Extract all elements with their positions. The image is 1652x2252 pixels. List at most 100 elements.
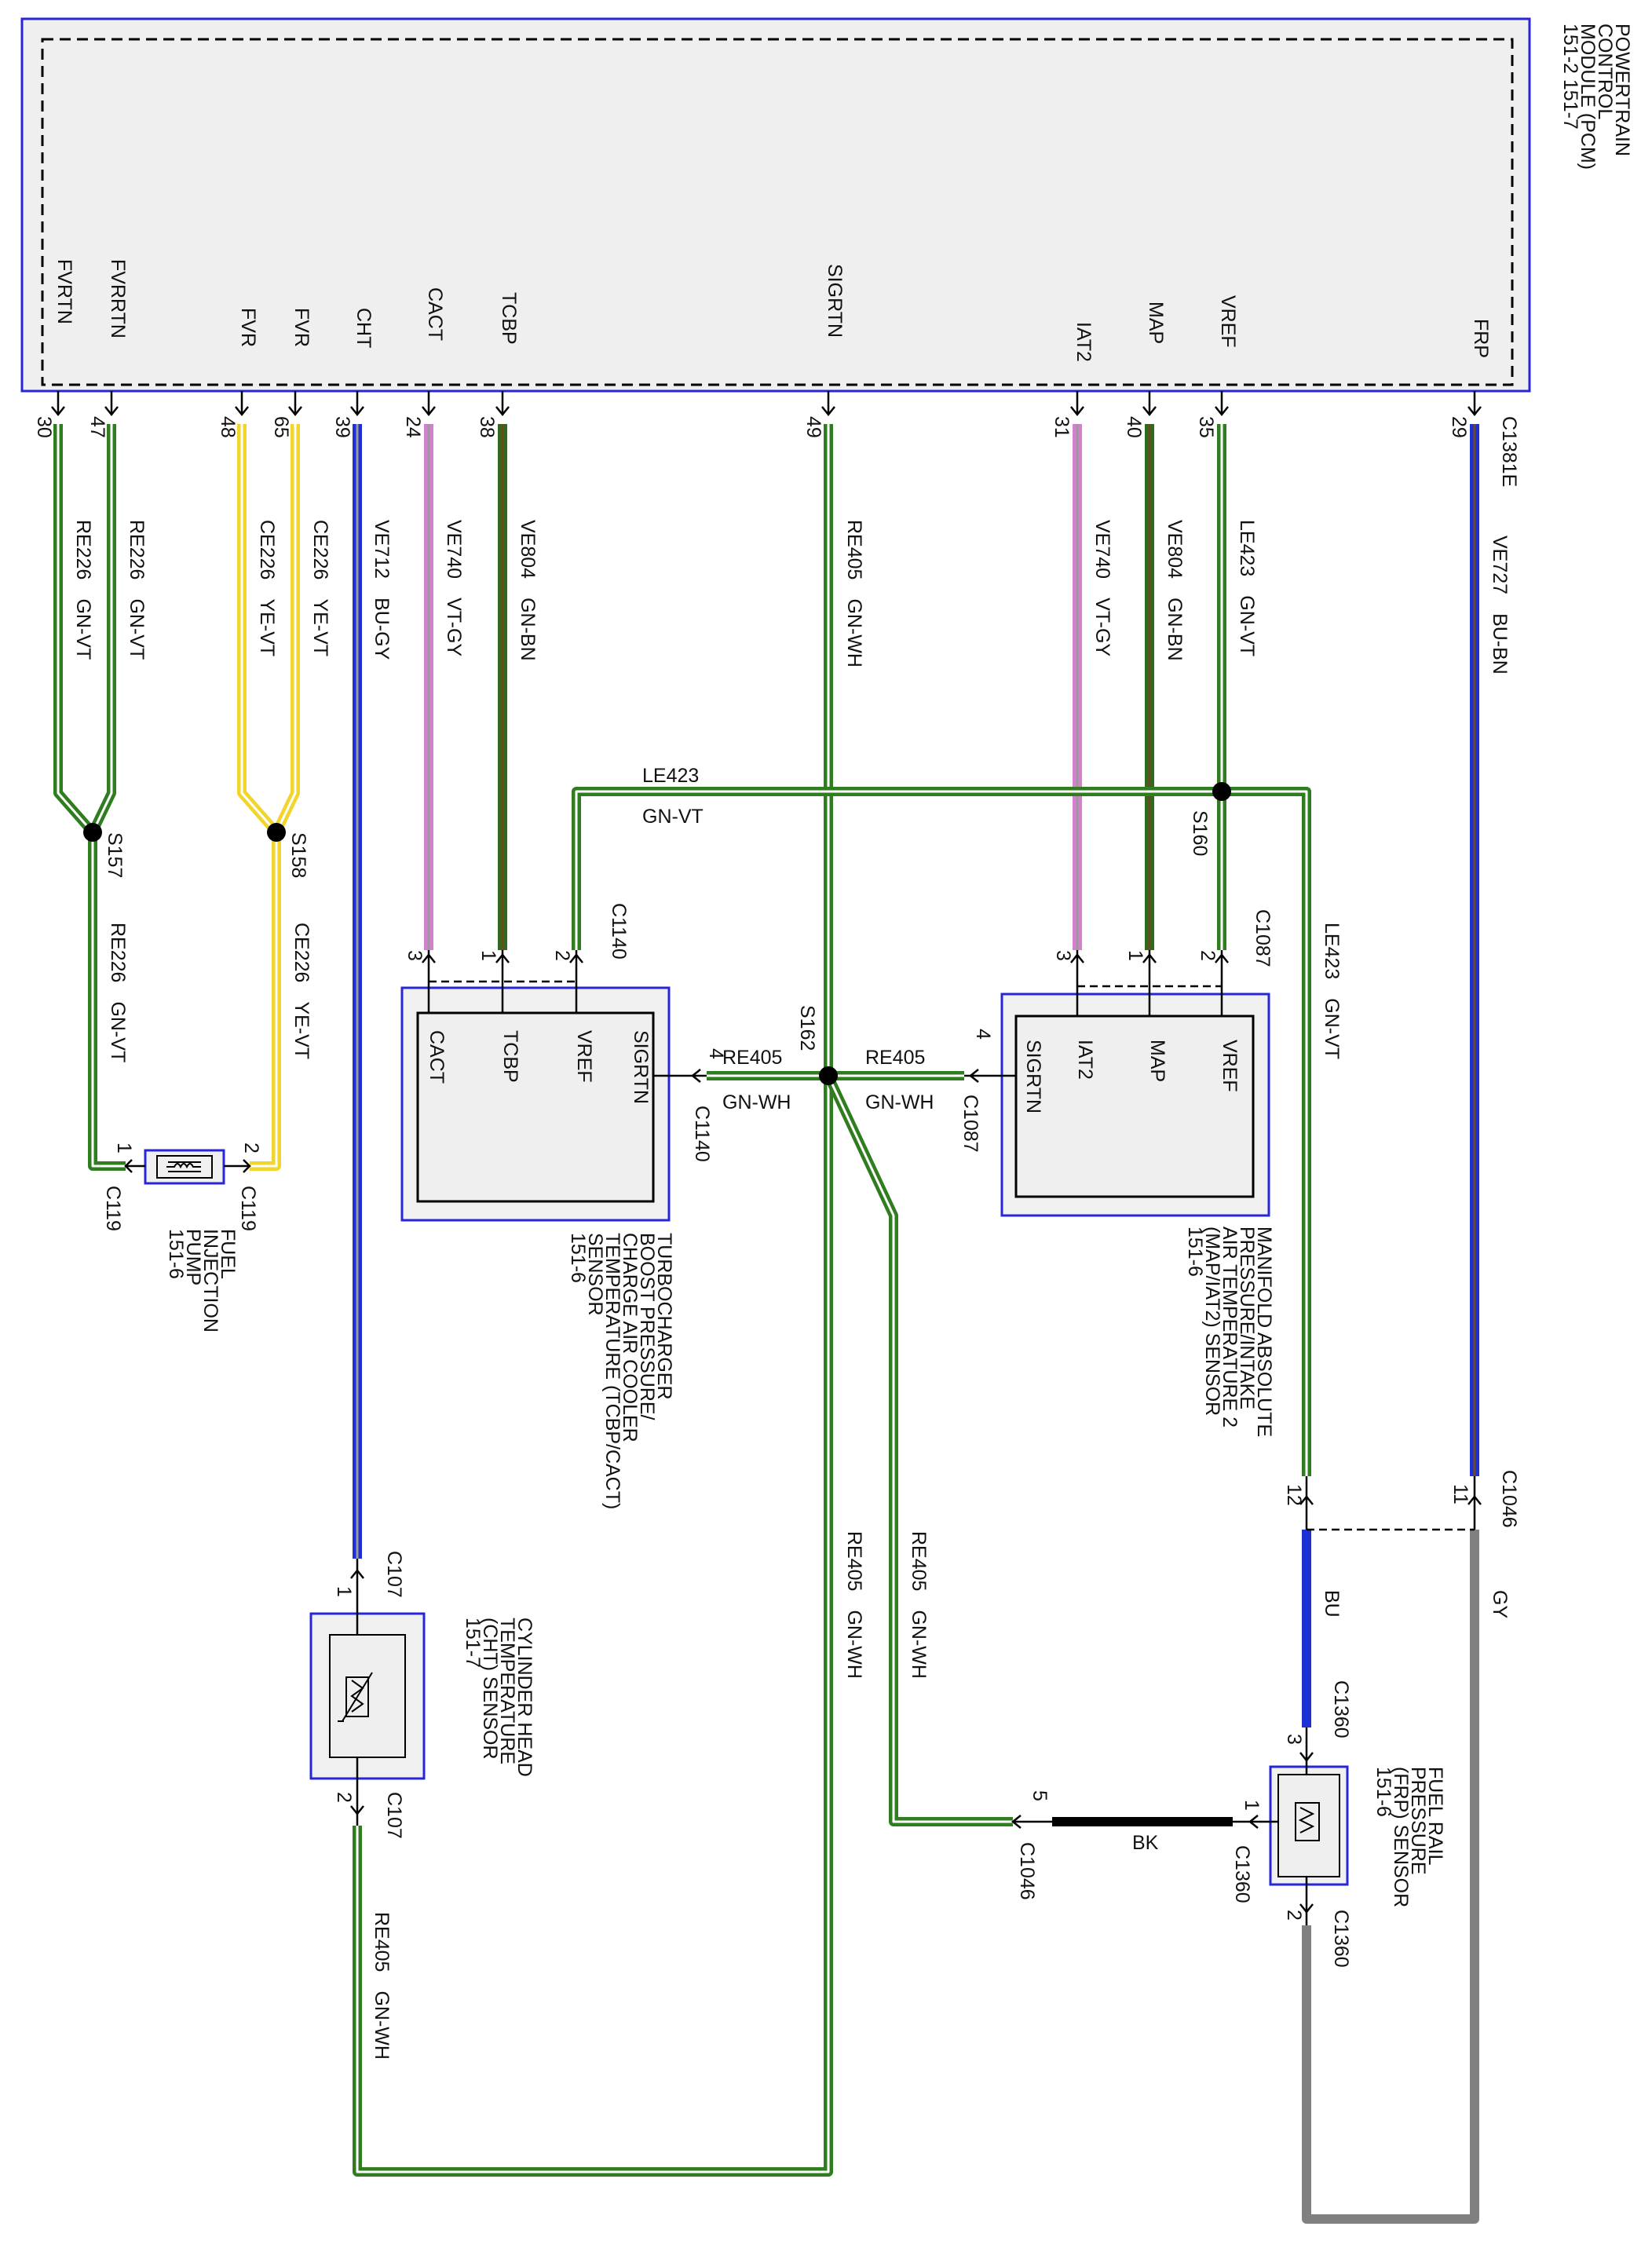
frp-sensor: 3 1 2 C1360 C1360 C1360 FUEL RAIL PRESSU… [1231,1680,1446,1968]
map-pin-num-1: 1 [1124,950,1146,961]
fuel-pump-title-2: INJECTION [199,1229,221,1333]
frp-pin-3: 3 [1283,1734,1305,1745]
thermistor-icon [338,1672,373,1722]
tcbp-label-sigrtn: SIGRTN [630,1030,652,1104]
fuel-pump-connector-right: C119 [237,1186,259,1231]
splice-s162-label: S162 [796,1005,818,1051]
cht-connector-bottom: C107 [383,1792,405,1839]
pcm-pin-fvrtn: FVRTN [53,259,75,324]
connector-c1046: 12 11 C1046 5 C1046 [1011,1470,1520,1900]
tcbp-cact-sensor: 3 1 2 4 C1140 C1140 CACT TCBP VREF SIGRT… [400,903,727,1509]
pin-num-35: 35 [1195,416,1217,438]
tcbp-label-tcbp: TCBP [499,1030,521,1083]
wire-label-le423-bus-code: GN-VT [642,806,704,828]
splice-s162 [819,1066,838,1085]
pin-num-39: 39 [331,416,353,438]
wire-label-le423-bus: LE423 [642,765,699,787]
tcbp-label-vref: VREF [573,1030,595,1083]
wire-label-re226-a: RE226GN-VT [72,520,94,660]
wire-label-ve804-tcbp: VE804GN-BN [517,520,539,661]
tcbp-title-1: TURBOCHARGER [653,1233,675,1400]
pcm-title-4: 151-2 151-7 [1559,24,1581,130]
splices: S157 S158 S160 S162 [83,782,1231,1085]
wire-re405-branch [824,1073,1013,1826]
map-title-2: PRESSURE/INTAKE [1236,1227,1258,1409]
pcm-pin-numbers: 30 47 48 65 39 24 38 49 31 40 35 29 C138… [33,416,1520,487]
tcbp-connector-side: C1140 [691,1106,713,1162]
cht-pin-2: 2 [333,1792,355,1803]
tcbp-pin-num-2: 2 [551,950,573,961]
fuel-pump-title-3: PUMP [182,1229,204,1285]
fuel-pump-title-1: FUEL [217,1229,239,1279]
wire-label-ve712: VE712BU-GY [371,520,393,660]
c1046-name-bottom: C1046 [1016,1842,1038,1900]
wire-labels-upper: RE226GN-VT RE226GN-VT CE226YE-VT CE226YE… [72,520,1511,675]
pin-num-47: 47 [86,416,108,438]
wire-gy [1302,1530,1479,2224]
frp-connector-side: C1360 [1231,1845,1253,1903]
c1046-pin-5: 5 [1029,1790,1051,1801]
frp-connector-top: C1360 [1330,1680,1352,1738]
pin-num-48: 48 [217,416,239,438]
map-connector-side: C1087 [959,1095,981,1153]
map-pin-num-3: 3 [1052,950,1074,961]
pcm-pin-fvr-48: FVR [237,308,259,347]
wire-label-ve804-map: VE804GN-BN [1164,520,1186,661]
frp-pin-1: 1 [1241,1800,1263,1811]
wire-label-bu: BU [1321,1590,1343,1618]
wire-label-ve740-iat2: VE740VT-GY [1091,520,1113,656]
wire-label-re405: RE405GN-WH [843,520,865,667]
wire-re226-down [88,832,126,1171]
wire-paths [53,424,1479,2224]
pcm-pin-map: MAP [1145,302,1167,344]
map-iat2-sensor: 3 1 2 4 C1087 C1087 SIGRTN IAT2 MAP VREF… [959,909,1275,1437]
pcm-pin-names: FVRTN FVRRTN FVR FVR CHT CACT TCBP SIGRT… [53,259,1492,362]
cht-title-2: TEMPERATURE [496,1618,518,1764]
map-pin-num-2: 2 [1197,950,1219,961]
fuel-pump-connector-left: C119 [102,1186,124,1231]
pcm-title-2: CONTROL [1594,24,1616,119]
tcbp-title-6: 151-6 [567,1233,589,1283]
tcbp-pin-num-3: 3 [404,950,426,961]
cht-title-1: CYLINDER HEAD [514,1618,535,1777]
tcbp-connector-top: C1140 [608,903,630,960]
map-title-4: (MAP/IAT2) SENSOR [1201,1227,1223,1416]
cht-title-4: 151-7 [462,1618,484,1668]
wire-label-re405-left: RE405 [722,1047,782,1069]
pin-num-40: 40 [1123,416,1145,438]
pcm-pin-tcbp: TCBP [498,292,520,345]
frp-title-3: (FRP) SENSOR [1390,1767,1412,1907]
tcbp-title-5: SENSOR [584,1233,606,1316]
frp-title-2: PRESSURE [1407,1767,1429,1875]
frp-title-1: FUEL RAIL [1424,1767,1446,1866]
wire-label-re405-right-code: GN-WH [865,1091,934,1113]
fuel-pump-title-4: 151-6 [165,1229,187,1279]
map-title-3: AIR TEMPERATURE 2 [1219,1227,1241,1428]
splice-s158-label: S158 [287,832,309,878]
map-label-vref: VREF [1219,1040,1241,1092]
pin-num-24: 24 [402,416,424,438]
wire-label-re405-down: RE405GN-WH [843,1531,865,1679]
pcm-title-3: MODULE (PCM) [1577,24,1599,170]
tcbp-title-4: TEMPERATURE (TCBP/CACT) [601,1233,623,1509]
pressure-sensor-icon [1295,1802,1320,1841]
map-pin-num-4: 4 [972,1029,994,1040]
pin-num-30: 30 [33,416,55,438]
wire-label-ce226-b: CE226YE-VT [309,520,331,656]
c1046-pin-12: 12 [1283,1484,1305,1506]
splice-s160 [1212,782,1231,801]
pcm-pin-cact: CACT [424,287,446,341]
map-label-sigrtn: SIGRTN [1022,1040,1044,1113]
wire-labels-lower: RE226GN-VT CE226YE-VT LE423 GN-VT LE423G… [107,765,1511,2060]
pcm-title-1: POWERTRAIN [1611,24,1633,156]
cht-title-3: (CHT) SENSOR [479,1618,501,1760]
map-label-iat2: IAT2 [1074,1040,1096,1080]
pcm-pin-sigrtn: SIGRTN [824,264,846,338]
splice-s157-label: S157 [104,832,126,878]
map-connector-top: C1087 [1252,909,1274,967]
cht-sensor: 1 2 C107 C107 CYLINDER HEAD TEMPERATURE … [309,1551,535,1839]
wire-label-re405-branch: RE405GN-WH [908,1531,930,1679]
wire-label-le423-vref: LE423GN-VT [1236,520,1258,656]
splice-s158 [267,823,286,842]
tcbp-label-cact: CACT [426,1030,448,1084]
